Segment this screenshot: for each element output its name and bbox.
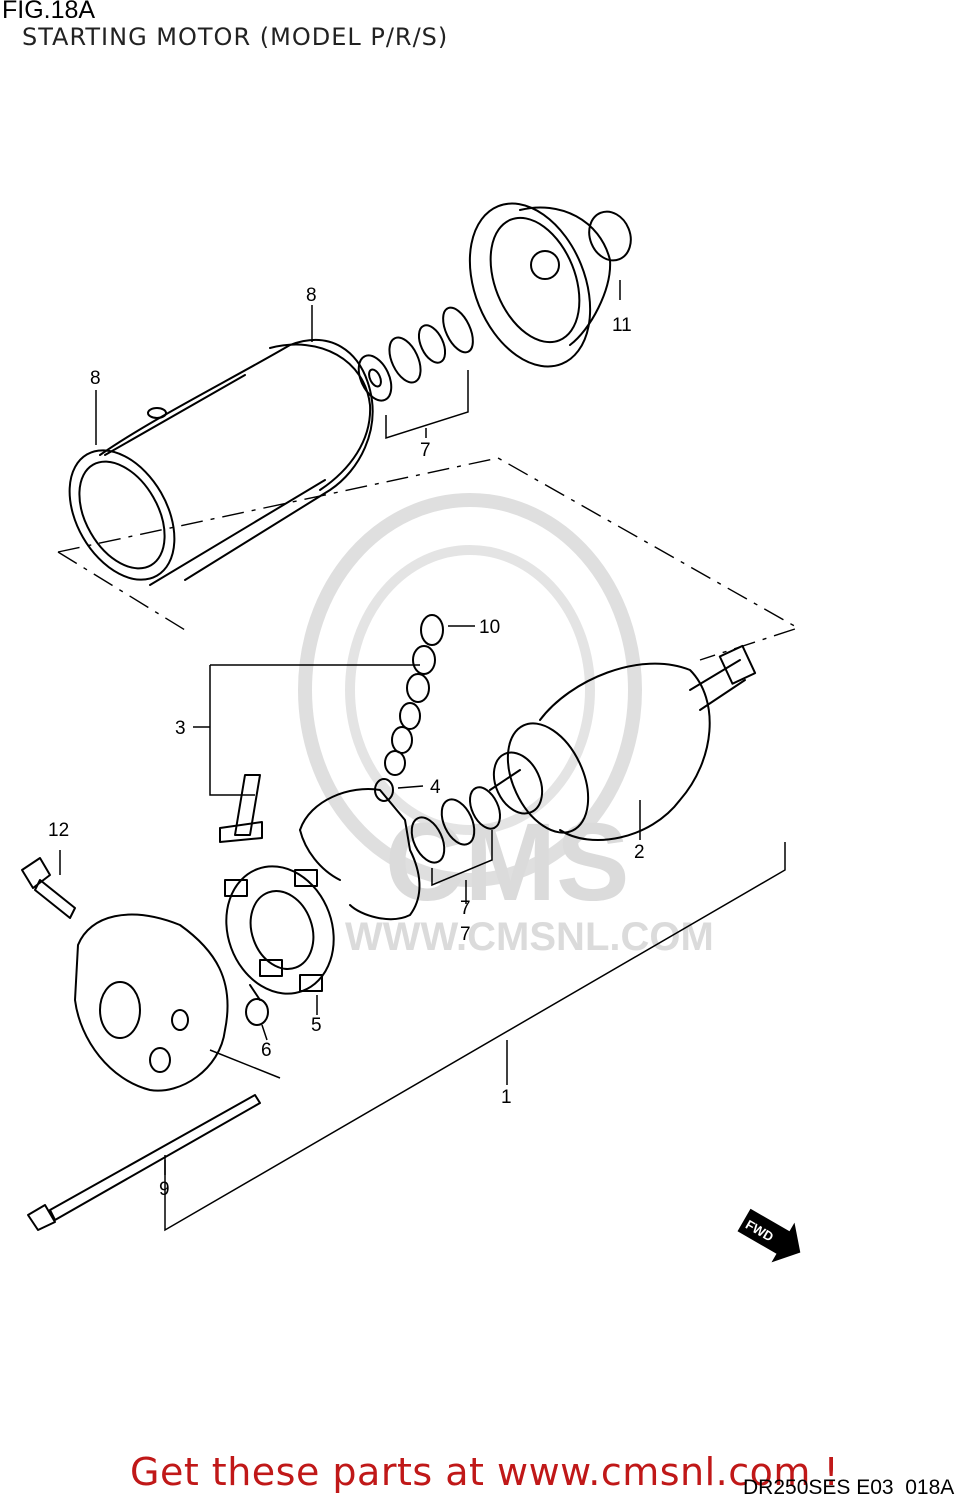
callout-label: 5 [311,1015,322,1036]
callout-label: 12 [48,820,69,841]
callout-label: 1 [501,1087,512,1108]
callout-label: 10 [479,617,500,638]
part-screw [245,984,269,1026]
callout-labels: 8 8 11 7 10 3 4 2 12 7 7 5 6 1 9 [48,285,645,1200]
watermark-url: WWW.CMSNL.COM [345,915,714,959]
callout-label: 8 [306,285,317,306]
callout-label: 8 [90,368,101,389]
leader-lines [59,280,641,1175]
part-end-cover [468,202,632,368]
assembly-outline [57,457,800,1232]
callout-label: 6 [261,1040,272,1061]
part-mounting-bolt [21,857,76,919]
page-code: DR250SES E03 018A [743,1476,955,1499]
cms-watermark: CMS WWW.CMSNL.COM [298,493,714,959]
part-through-bolt [27,1094,261,1231]
part-nut-washer-stack [374,614,444,802]
part-washers-upper [357,306,474,402]
figure-subtitle: STARTING MOTOR (MODEL P/R/S) [22,23,449,51]
part-armature [489,644,757,841]
part-end-housing [74,913,229,1092]
callout-label: 7 [460,898,471,919]
figure-title: FIG.18A [2,0,96,24]
callout-label: 2 [634,842,645,863]
parts-link[interactable]: Get these parts at www.cmsnl.com ! [130,1450,840,1494]
part-yoke-housing [68,339,374,586]
callout-label: 9 [159,1179,170,1200]
part-washers-lower [410,786,502,864]
callout-label: 11 [612,315,632,336]
callout-label: 3 [175,718,186,739]
part-brush-holder [224,865,335,995]
callout-label: 7 [420,440,431,461]
part-terminal-bolt [219,774,263,843]
callout-label: 4 [430,777,441,798]
part-brush-plate [299,788,421,921]
forward-arrow-icon: FWD [737,1208,801,1263]
callout-label: 7 [460,924,471,945]
watermark-logo: CMS [385,801,629,924]
